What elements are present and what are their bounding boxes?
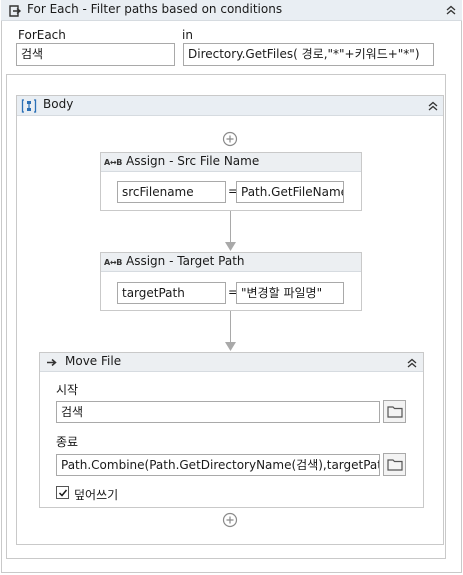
move-file-icon	[47, 358, 57, 367]
start-label: 시작	[56, 383, 79, 397]
move-file-header[interactable]: Move File	[40, 353, 423, 372]
move-file-collapse-icon[interactable]	[405, 357, 419, 369]
foreach-label: ForEach	[18, 28, 66, 42]
foreach-header[interactable]: For Each - Filter paths based on conditi…	[1, 0, 462, 21]
sequence-icon	[21, 99, 37, 113]
folder-icon	[387, 406, 403, 418]
assign-icon: A↔B	[104, 258, 123, 267]
assign-src-to-input[interactable]: srcFilename	[117, 181, 226, 203]
foreach-icon	[9, 5, 22, 17]
move-file-activity[interactable]	[39, 352, 424, 508]
body-header[interactable]: Body	[17, 96, 443, 116]
start-browse-button[interactable]	[383, 400, 406, 423]
start-path-input[interactable]: 검색	[56, 401, 380, 423]
foreach-title: For Each - Filter paths based on conditi…	[27, 2, 283, 16]
assign-src-equals: =	[228, 184, 239, 198]
collapse-icon[interactable]	[444, 4, 458, 16]
assign-target-to-input[interactable]: targetPath	[117, 282, 226, 304]
assign-icon: A↔B	[104, 158, 123, 167]
assign-target-title: Assign - Target Path	[126, 254, 245, 268]
assign-target-header[interactable]: A↔B Assign - Target Path	[101, 253, 361, 272]
overwrite-label: 덮어쓰기	[74, 488, 119, 502]
move-file-title: Move File	[65, 354, 122, 368]
assign-src-title: Assign - Src File Name	[126, 154, 260, 168]
folder-icon	[387, 459, 403, 471]
arrow-down-icon	[225, 342, 236, 351]
checkmark-icon	[58, 489, 68, 497]
foreach-item-input[interactable]: 검색	[16, 43, 175, 66]
in-expression-input[interactable]: Directory.GetFiles( 경로,"*"+키워드+"*")	[183, 43, 434, 66]
assign-target-equals: =	[228, 285, 239, 299]
assign-target-value-input[interactable]: "변경할 파일명"	[236, 282, 344, 304]
end-label: 종료	[56, 435, 79, 449]
end-path-input[interactable]: Path.Combine(Path.GetDirectoryName(검색),t…	[56, 454, 380, 476]
connector-line	[230, 211, 231, 247]
body-title: Body	[43, 97, 74, 111]
connector-line	[230, 311, 231, 347]
overwrite-checkbox[interactable]	[56, 486, 69, 499]
in-label: in	[182, 28, 193, 42]
body-collapse-icon[interactable]	[426, 100, 440, 112]
add-activity-bottom-button[interactable]	[222, 512, 238, 528]
arrow-down-icon	[225, 242, 236, 251]
add-activity-top-button[interactable]	[222, 131, 238, 147]
assign-src-header[interactable]: A↔B Assign - Src File Name	[101, 153, 361, 172]
end-browse-button[interactable]	[383, 453, 406, 476]
assign-src-value-input[interactable]: Path.GetFileName(	[236, 181, 344, 203]
